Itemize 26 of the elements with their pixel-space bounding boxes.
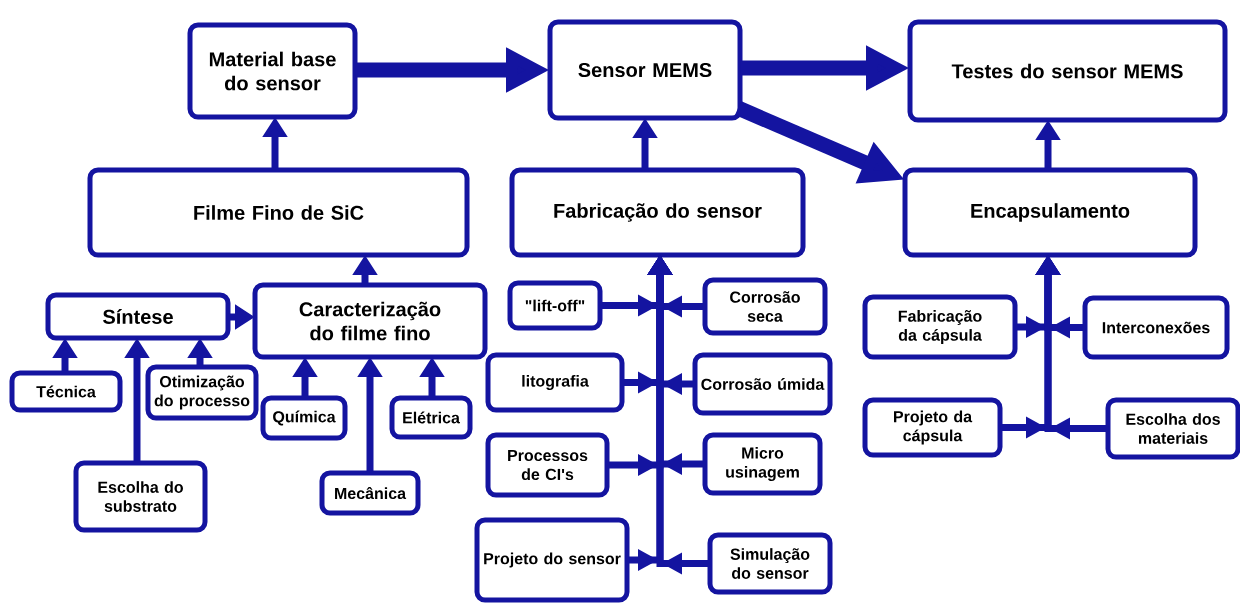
process-box: litografia — [485, 352, 625, 413]
process-box: "lift-off" — [507, 280, 603, 331]
process-box: Projeto da cápsula — [862, 397, 1003, 458]
process-box: Mecânica — [319, 470, 421, 516]
process-box: Simulação do sensor — [707, 532, 833, 595]
process-box: Otimização do processo — [145, 364, 259, 421]
process-box: Interconexões — [1082, 295, 1230, 360]
process-box: Sensor MEMS — [547, 19, 743, 121]
process-box: Síntese — [45, 292, 231, 341]
process-box: Escolha dos materiais — [1105, 397, 1240, 460]
process-box: Corrosão úmida — [692, 352, 833, 416]
process-box: Testes do sensor MEMS — [907, 19, 1228, 123]
process-box: Corrosão seca — [702, 277, 828, 336]
process-box: Material base do sensor — [187, 22, 358, 120]
process-box: Técnica — [9, 370, 123, 413]
process-box: Elétrica — [389, 395, 473, 440]
process-box: Caracterização do filme fino — [252, 282, 488, 360]
process-box: Micro usinagem — [702, 432, 823, 496]
process-box: Fabricação do sensor — [509, 167, 806, 258]
process-box: Encapsulamento — [902, 167, 1198, 258]
process-box: Filme Fino de SiC — [87, 167, 470, 258]
process-box: Fabricação da cápsula — [862, 294, 1018, 360]
process-box: Processos de CI's — [485, 432, 610, 498]
process-box: Química — [260, 395, 348, 441]
process-box: Projeto do sensor — [474, 517, 630, 603]
process-box: Escolha do substrato — [73, 460, 208, 533]
